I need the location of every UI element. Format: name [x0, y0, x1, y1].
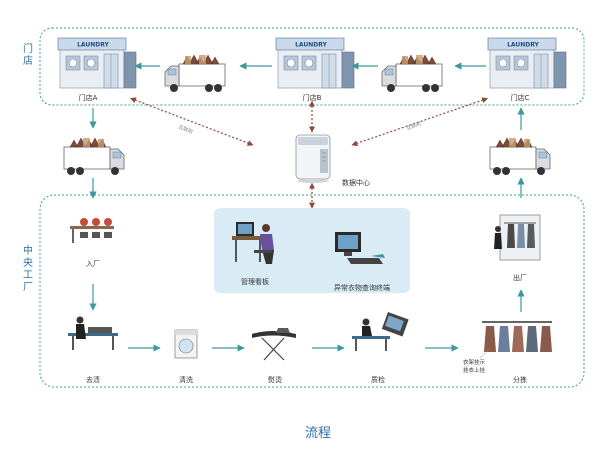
sort-note-line1: 衣架挂示: [463, 358, 486, 366]
store-a-sign: LAUNDRY: [77, 42, 109, 49]
store-c-label: 门店C: [511, 93, 530, 102]
store-c: LAUNDRY: [487, 37, 567, 89]
diagram-caption: 流程: [305, 426, 331, 441]
step-stain-label: 去渍: [86, 375, 100, 384]
store-a: LAUNDRY: [57, 37, 137, 89]
store-section-label: 门店: [23, 42, 33, 67]
sort-note-pointer: [479, 347, 491, 359]
exit-rack-icon: [494, 214, 541, 261]
quality-check-icon: [352, 312, 409, 351]
store-b-label: 门店B: [303, 93, 322, 102]
step-check-label: 质检: [371, 375, 385, 384]
step-entry-label: 入厂: [86, 260, 100, 268]
washing-machine-icon: [174, 329, 198, 359]
sorting-rail-icon: [482, 321, 552, 352]
query-terminal-label: 异常衣物查询终端: [334, 283, 390, 292]
truck-left: [64, 138, 124, 175]
network-label-left: 互联网: [177, 123, 194, 135]
truck-right: [490, 138, 550, 175]
network-arrow-store-c: [351, 97, 489, 147]
stain-removal-icon: [68, 316, 118, 350]
store-c-sign: LAUNDRY: [507, 42, 539, 49]
step-iron-label: 熨烫: [268, 375, 282, 384]
network-label-right: 互联网: [405, 120, 422, 132]
data-center-label: 数据中心: [342, 178, 370, 187]
store-section-border: [39, 27, 585, 106]
server-icon: [295, 134, 331, 183]
step-sort-label: 分拣: [513, 375, 527, 384]
factory-section-label: 中央工厂: [23, 244, 33, 293]
ironing-board-icon: [252, 328, 296, 361]
query-terminal-icon: [335, 232, 385, 264]
step-exit-label: 出厂: [513, 273, 527, 282]
truck-top-right: [381, 54, 443, 93]
entry-rack-icon: [70, 218, 114, 243]
management-board-icon: [232, 222, 274, 264]
network-arrow-store-a: [129, 97, 254, 146]
management-board-label: 管理看板: [241, 277, 269, 286]
sort-note-line2: 挂衣上挂: [463, 366, 486, 374]
store-a-label: 门店A: [79, 93, 98, 102]
store-b: LAUNDRY: [275, 37, 355, 89]
store-b-sign: LAUNDRY: [295, 42, 327, 49]
truck-top-left: [164, 54, 226, 93]
step-wash-label: 清洗: [179, 375, 193, 384]
